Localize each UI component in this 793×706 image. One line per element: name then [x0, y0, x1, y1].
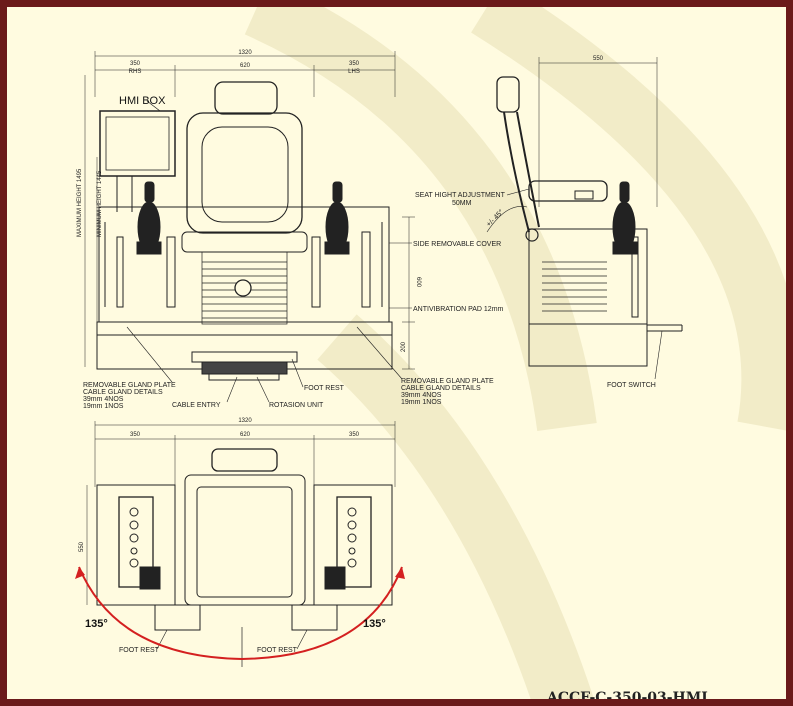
- left-angle-label: 135°: [85, 618, 108, 630]
- top-depth-label: 550: [79, 541, 85, 552]
- technical-drawing: 1320 350 RHS 620 350 LHS HMI BOX MAXIMUM…: [75, 7, 786, 699]
- left-gland-line-1: REMOVABLE GLAND PLATE: [83, 382, 176, 389]
- antivibration-pad-label: ANTIVIBRATION PAD 12mm: [413, 306, 504, 313]
- top-right-width: 350: [349, 432, 360, 438]
- swing-arc: [78, 566, 403, 661]
- side-dim-600: 600: [415, 277, 421, 288]
- front-lhs-width: 350: [349, 61, 360, 67]
- hmi-box-label: HMI BOX: [119, 95, 166, 107]
- left-gland-line-3: 39mm 4NOS: [83, 396, 124, 403]
- min-height-label: MINIMUM HEIGHT 1445: [97, 170, 103, 237]
- side-removable-cover-label: SIDE REMOVABLE COVER: [413, 241, 501, 248]
- top-view: [86, 421, 396, 667]
- seat-height-value: 50MM: [452, 200, 472, 207]
- rotation-unit-label: ROTASION UNIT: [269, 402, 324, 409]
- top-view-labels: 1320 350 620 350 550 135° 135° FOOT REST…: [79, 418, 386, 654]
- side-view: [486, 57, 683, 380]
- right-angle-label: 135°: [363, 618, 386, 630]
- front-view-labels: 1320 350 RHS 620 350 LHS HMI BOX MAXIMUM…: [77, 50, 504, 410]
- foot-rest-label: FOOT REST: [304, 385, 345, 392]
- front-center-width: 620: [240, 63, 251, 69]
- top-center-width: 620: [240, 432, 251, 438]
- right-gland-line-1: REMOVABLE GLAND PLATE: [401, 378, 494, 385]
- seat-height-adjustment-label: SEAT HIGHT ADJUSTMENT: [415, 192, 506, 199]
- right-gland-line-3: 39mm 4NOS: [401, 392, 442, 399]
- left-gland-line-2: CABLE GLAND DETAILS: [83, 389, 163, 396]
- foot-switch-label: FOOT SWITCH: [607, 382, 656, 389]
- right-gland-line-4: 19mm 1NOS: [401, 399, 442, 406]
- front-rhs-width: 350: [130, 61, 141, 67]
- top-overall-width: 1320: [238, 418, 252, 424]
- front-overall-width: 1320: [238, 50, 252, 56]
- cable-entry-label: CABLE ENTRY: [172, 402, 221, 409]
- max-height-label: MAXIMUM HEIGHT 1495: [77, 168, 83, 237]
- foot-rest-right-label: FOOT REST: [257, 647, 298, 654]
- side-width-label: 550: [593, 56, 604, 62]
- drawing-number: ACCF-C-350-03-HMI: [547, 690, 708, 706]
- side-dim-200: 200: [401, 341, 407, 352]
- front-rhs-label: RHS: [129, 69, 142, 75]
- front-lhs-label: LHS: [348, 69, 360, 75]
- front-view: [84, 51, 415, 403]
- left-gland-line-4: 19mm 1NOS: [83, 403, 124, 410]
- right-gland-line-2: CABLE GLAND DETAILS: [401, 385, 481, 392]
- top-left-width: 350: [130, 432, 141, 438]
- foot-rest-left-label: FOOT REST: [119, 647, 160, 654]
